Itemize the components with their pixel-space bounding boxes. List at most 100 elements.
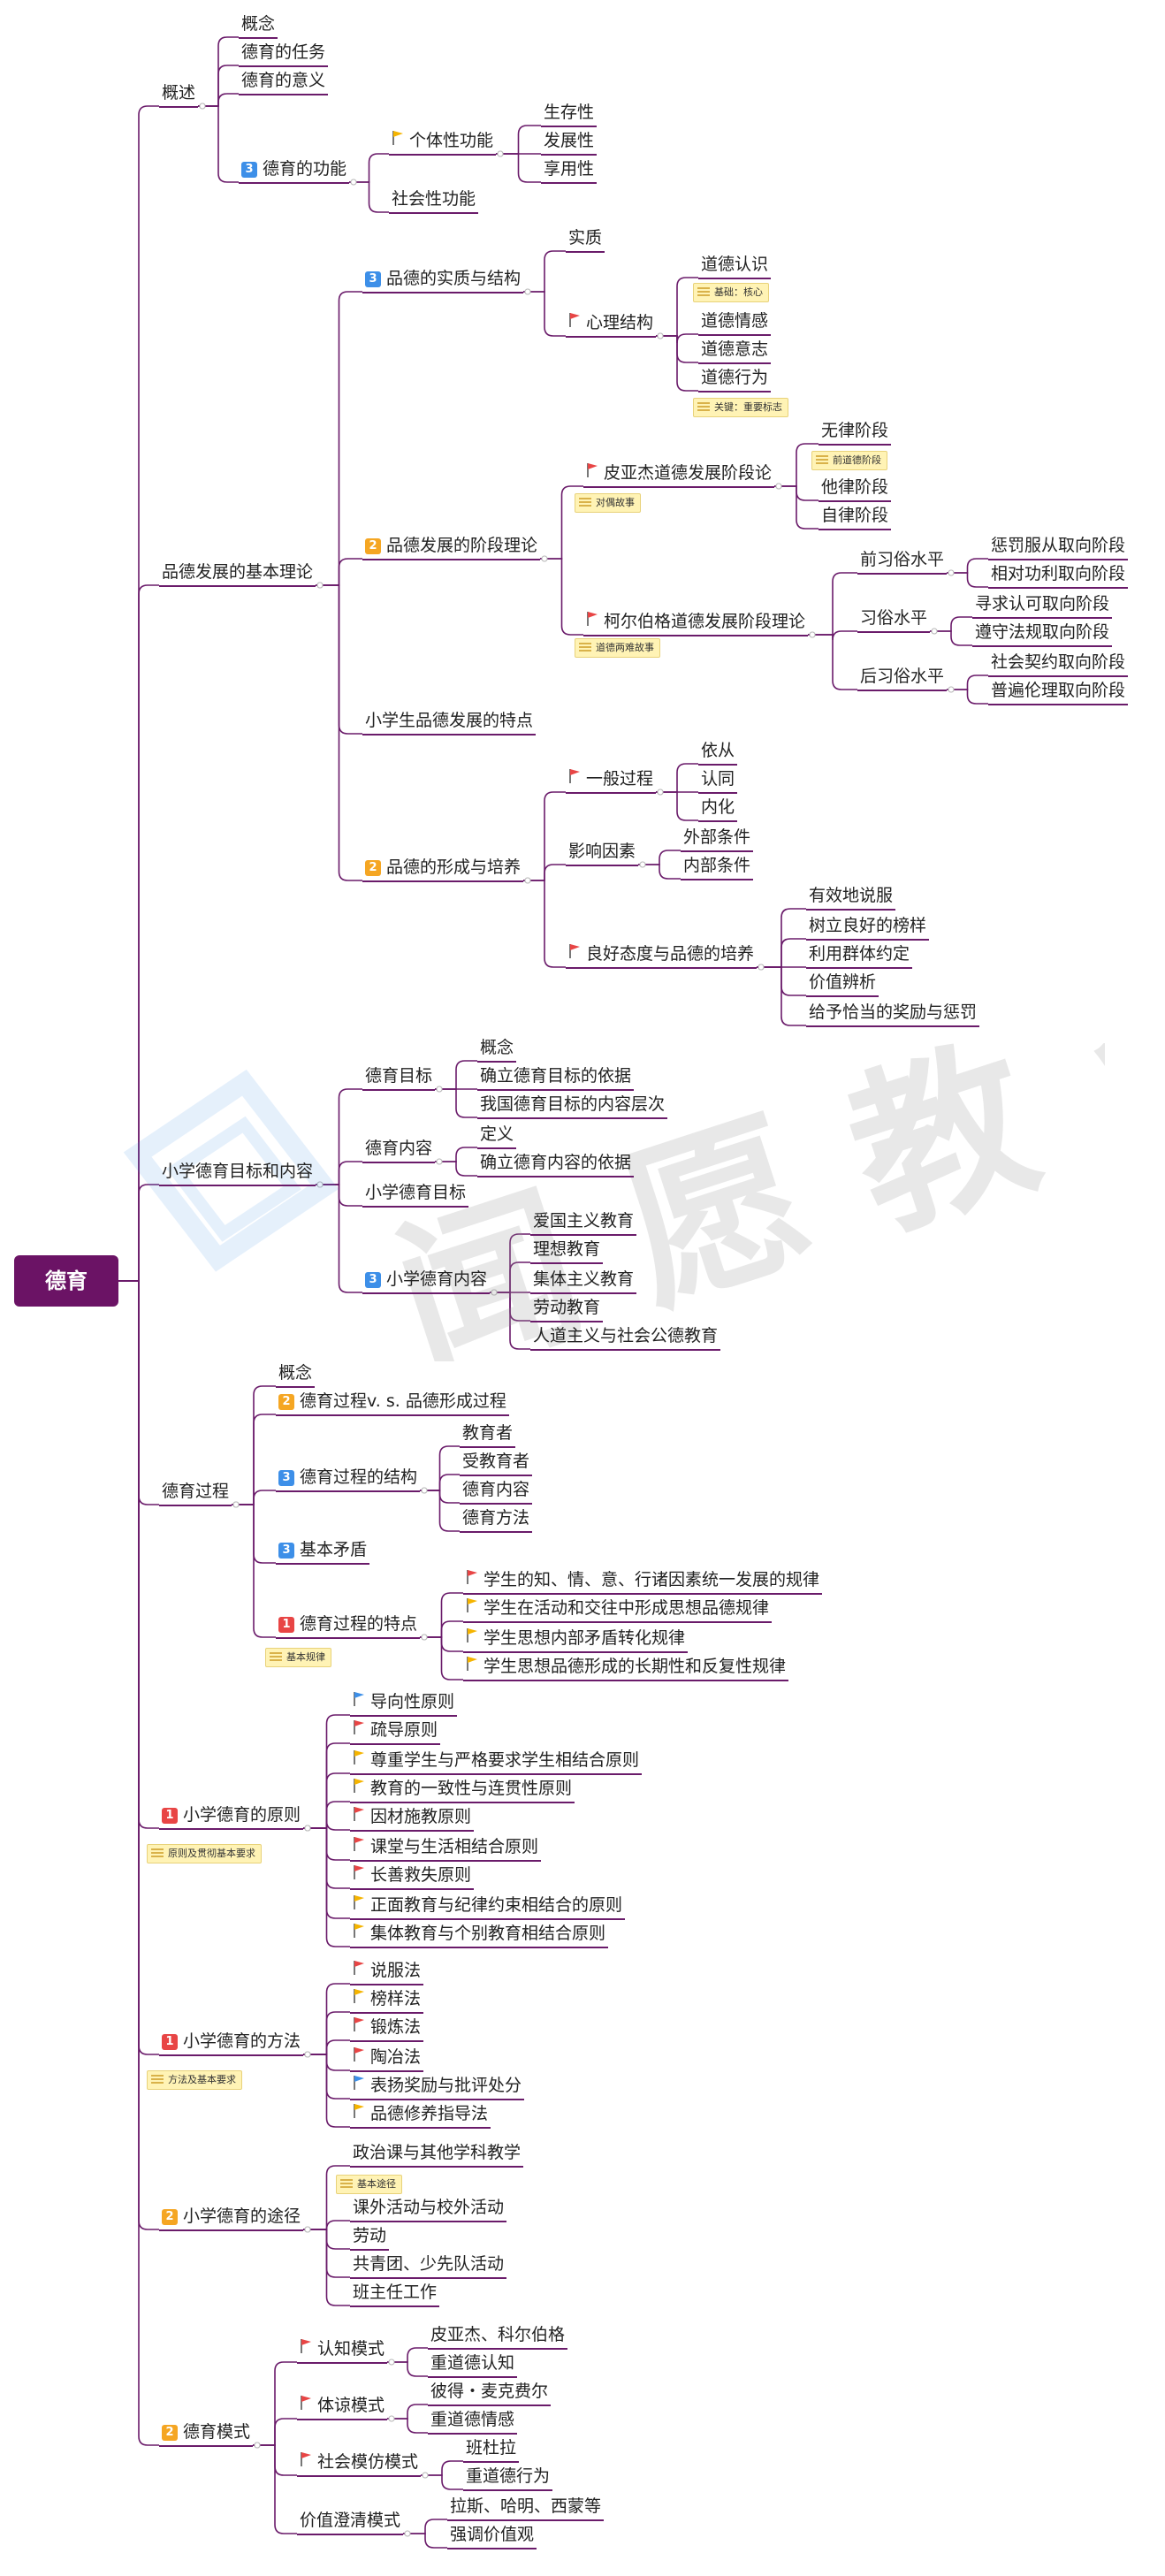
- note-note2[interactable]: 关键：重要标志: [693, 398, 788, 417]
- node-n8d2[interactable]: 强调价值观: [447, 2524, 537, 2549]
- node-n8c1[interactable]: 班杜拉: [463, 2437, 520, 2463]
- node-n5b[interactable]: 疏导原则: [350, 1719, 441, 1745]
- node-n3a2[interactable]: 确立德育目标的依据: [477, 1065, 635, 1091]
- node-n2a2[interactable]: 心理结构: [566, 312, 657, 338]
- note-note7[interactable]: 原则及贯彻基本要求: [147, 1844, 262, 1863]
- node-n4c2[interactable]: 受教育者: [460, 1451, 533, 1476]
- node-n8c[interactable]: 社会模仿模式: [297, 2451, 422, 2477]
- node-n3a3[interactable]: 我国德育目标的内容层次: [477, 1094, 668, 1119]
- node-n2a2b[interactable]: 道德情感: [698, 310, 772, 336]
- node-n7b[interactable]: 课外活动与校外活动: [350, 2197, 507, 2222]
- node-n6d[interactable]: 陶冶法: [350, 2046, 424, 2072]
- node-n2b2c2[interactable]: 普遍伦理取向阶段: [988, 680, 1129, 705]
- node-n1a[interactable]: 概念: [239, 13, 278, 39]
- node-n2b2c1[interactable]: 社会契约取向阶段: [988, 652, 1129, 677]
- node-n2b2[interactable]: 柯尔伯格道德发展阶段理论: [583, 611, 809, 636]
- node-n4c4[interactable]: 德育方法: [460, 1507, 533, 1533]
- node-n2d3b[interactable]: 树立良好的榜样: [806, 915, 930, 941]
- node-n6e[interactable]: 表扬奖励与批评处分: [350, 2075, 525, 2100]
- node-n4[interactable]: 德育过程: [159, 1481, 232, 1506]
- note-note3[interactable]: 对偶故事: [575, 493, 641, 513]
- node-n8b2[interactable]: 重道德情感: [428, 2409, 518, 2435]
- node-n8b[interactable]: 体谅模式: [297, 2395, 388, 2420]
- node-n4e2[interactable]: 学生在活动和交往中形成思想品德规律: [463, 1597, 773, 1623]
- node-n1d2[interactable]: 社会性功能: [389, 188, 479, 214]
- node-n4e3[interactable]: 学生思想内部矛盾转化规律: [463, 1627, 689, 1653]
- node-n2d3e[interactable]: 给予恰当的奖励与惩罚: [806, 1002, 980, 1027]
- node-n2b2b1[interactable]: 寻求认可取向阶段: [972, 593, 1113, 619]
- node-n7d[interactable]: 共青团、少先队活动: [350, 2253, 507, 2279]
- node-n2d2b[interactable]: 内部条件: [681, 855, 754, 880]
- node-n5h[interactable]: 正面教育与纪律约束相结合的原则: [350, 1894, 626, 1920]
- node-n6f[interactable]: 品德修养指导法: [350, 2103, 491, 2129]
- node-n5a[interactable]: 导向性原则: [350, 1691, 458, 1717]
- node-n2c[interactable]: 小学生品德发展的特点: [362, 710, 537, 735]
- node-n2d1[interactable]: 一般过程: [566, 768, 657, 794]
- node-n3d3[interactable]: 集体主义教育: [530, 1269, 637, 1294]
- node-n2b2b2[interactable]: 遵守法规取向阶段: [972, 621, 1113, 647]
- node-n8d[interactable]: 价值澄清模式: [297, 2510, 404, 2535]
- node-n1[interactable]: 概述: [159, 82, 199, 108]
- node-n2[interactable]: 品德发展的基本理论: [159, 561, 316, 587]
- node-n2d2[interactable]: 影响因素: [566, 841, 639, 866]
- node-n6b[interactable]: 榜样法: [350, 1988, 424, 2014]
- node-n3b2[interactable]: 确立德育内容的依据: [477, 1152, 635, 1177]
- node-n1d1a[interactable]: 生存性: [541, 102, 598, 127]
- node-n8a2[interactable]: 重道德认知: [428, 2352, 518, 2378]
- node-n5g[interactable]: 长善救失原则: [350, 1864, 475, 1890]
- note-note6[interactable]: 基本规律: [265, 1648, 331, 1667]
- node-n7a[interactable]: 政治课与其他学科教学: [350, 2142, 524, 2168]
- node-n5e[interactable]: 因材施教原则: [350, 1806, 475, 1832]
- node-n2b2b[interactable]: 习俗水平: [857, 607, 931, 633]
- node-n3[interactable]: 小学德育目标和内容: [159, 1161, 316, 1186]
- node-n8d1[interactable]: 拉斯、哈明、西蒙等: [447, 2496, 605, 2521]
- node-n4c1[interactable]: 教育者: [460, 1422, 516, 1448]
- node-n1d1c[interactable]: 享用性: [541, 158, 598, 184]
- node-n2b2c[interactable]: 后习俗水平: [857, 666, 948, 691]
- node-n4e4[interactable]: 学生思想品德形成的长期性和反复性规律: [463, 1656, 789, 1681]
- node-n2d3a[interactable]: 有效地说服: [806, 885, 896, 911]
- node-n2b2a[interactable]: 前习俗水平: [857, 549, 948, 575]
- node-n2a1[interactable]: 实质: [566, 227, 605, 253]
- node-n3d4[interactable]: 劳动教育: [530, 1297, 604, 1322]
- node-n3d2[interactable]: 理想教育: [530, 1238, 604, 1264]
- node-n3d1[interactable]: 爱国主义教育: [530, 1210, 637, 1236]
- node-n4e1[interactable]: 学生的知、情、意、行诸因素统一发展的规律: [463, 1569, 823, 1595]
- node-n2d3[interactable]: 良好态度与品德的培养: [566, 943, 758, 969]
- node-n3a[interactable]: 德育目标: [362, 1065, 436, 1091]
- node-n3c[interactable]: 小学德育目标: [362, 1182, 469, 1208]
- root-node[interactable]: 德育: [14, 1255, 118, 1307]
- node-n2d1a[interactable]: 依从: [698, 740, 738, 766]
- node-n8c2[interactable]: 重道德行为: [463, 2465, 553, 2491]
- node-n5d[interactable]: 教育的一致性与连贯性原则: [350, 1778, 575, 1803]
- node-n2b1b[interactable]: 他律阶段: [819, 476, 892, 502]
- node-n1d1b[interactable]: 发展性: [541, 130, 598, 156]
- node-n1c[interactable]: 德育的意义: [239, 70, 329, 95]
- node-n3a1[interactable]: 概念: [477, 1037, 517, 1063]
- node-n2a2d[interactable]: 道德行为: [698, 367, 772, 392]
- node-n2b1c[interactable]: 自律阶段: [819, 505, 892, 530]
- node-n7e[interactable]: 班主任工作: [350, 2282, 440, 2307]
- node-n2a2a[interactable]: 道德认识: [698, 254, 772, 279]
- node-n1d1[interactable]: 个体性功能: [389, 130, 497, 156]
- node-n3b[interactable]: 德育内容: [362, 1138, 436, 1163]
- node-n8a1[interactable]: 皮亚杰、科尔伯格: [428, 2324, 568, 2350]
- note-note8[interactable]: 方法及基本要求: [147, 2070, 242, 2090]
- node-n2d3d[interactable]: 价值辨析: [806, 972, 879, 997]
- node-n8a[interactable]: 认知模式: [297, 2338, 388, 2364]
- node-n2b1a[interactable]: 无律阶段: [819, 420, 892, 446]
- node-n5i[interactable]: 集体教育与个别教育相结合原则: [350, 1923, 609, 1948]
- node-n6c[interactable]: 锻炼法: [350, 2016, 424, 2042]
- note-note9[interactable]: 基本途径: [336, 2175, 402, 2194]
